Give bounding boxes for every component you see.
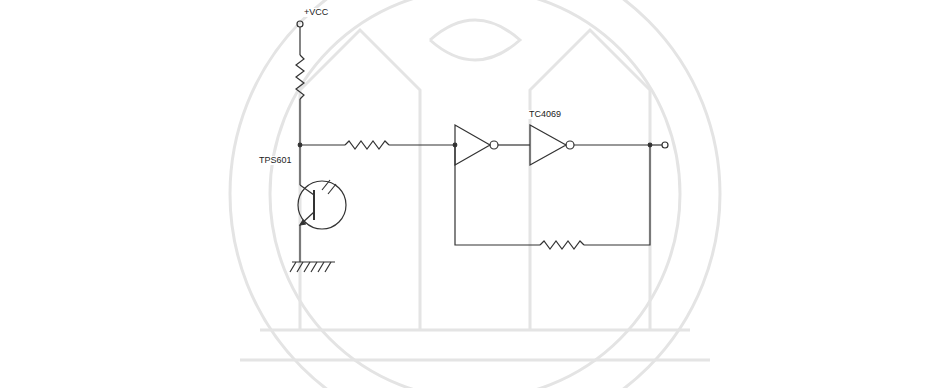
output-terminal: [662, 142, 668, 148]
vcc-terminal: [297, 21, 303, 27]
resistor-symbol: [540, 241, 584, 249]
part-label: TC4069: [528, 110, 562, 119]
inverter-symbol: [530, 125, 566, 165]
ground-symbol: [292, 261, 335, 262]
resistor-symbol: [296, 55, 304, 99]
phototransistor-symbol: [298, 181, 346, 229]
part-label: TPS601: [258, 156, 293, 165]
supply-label: +VCC: [303, 8, 329, 17]
inverter-symbol: [455, 125, 490, 165]
resistor-symbol: [345, 141, 389, 149]
